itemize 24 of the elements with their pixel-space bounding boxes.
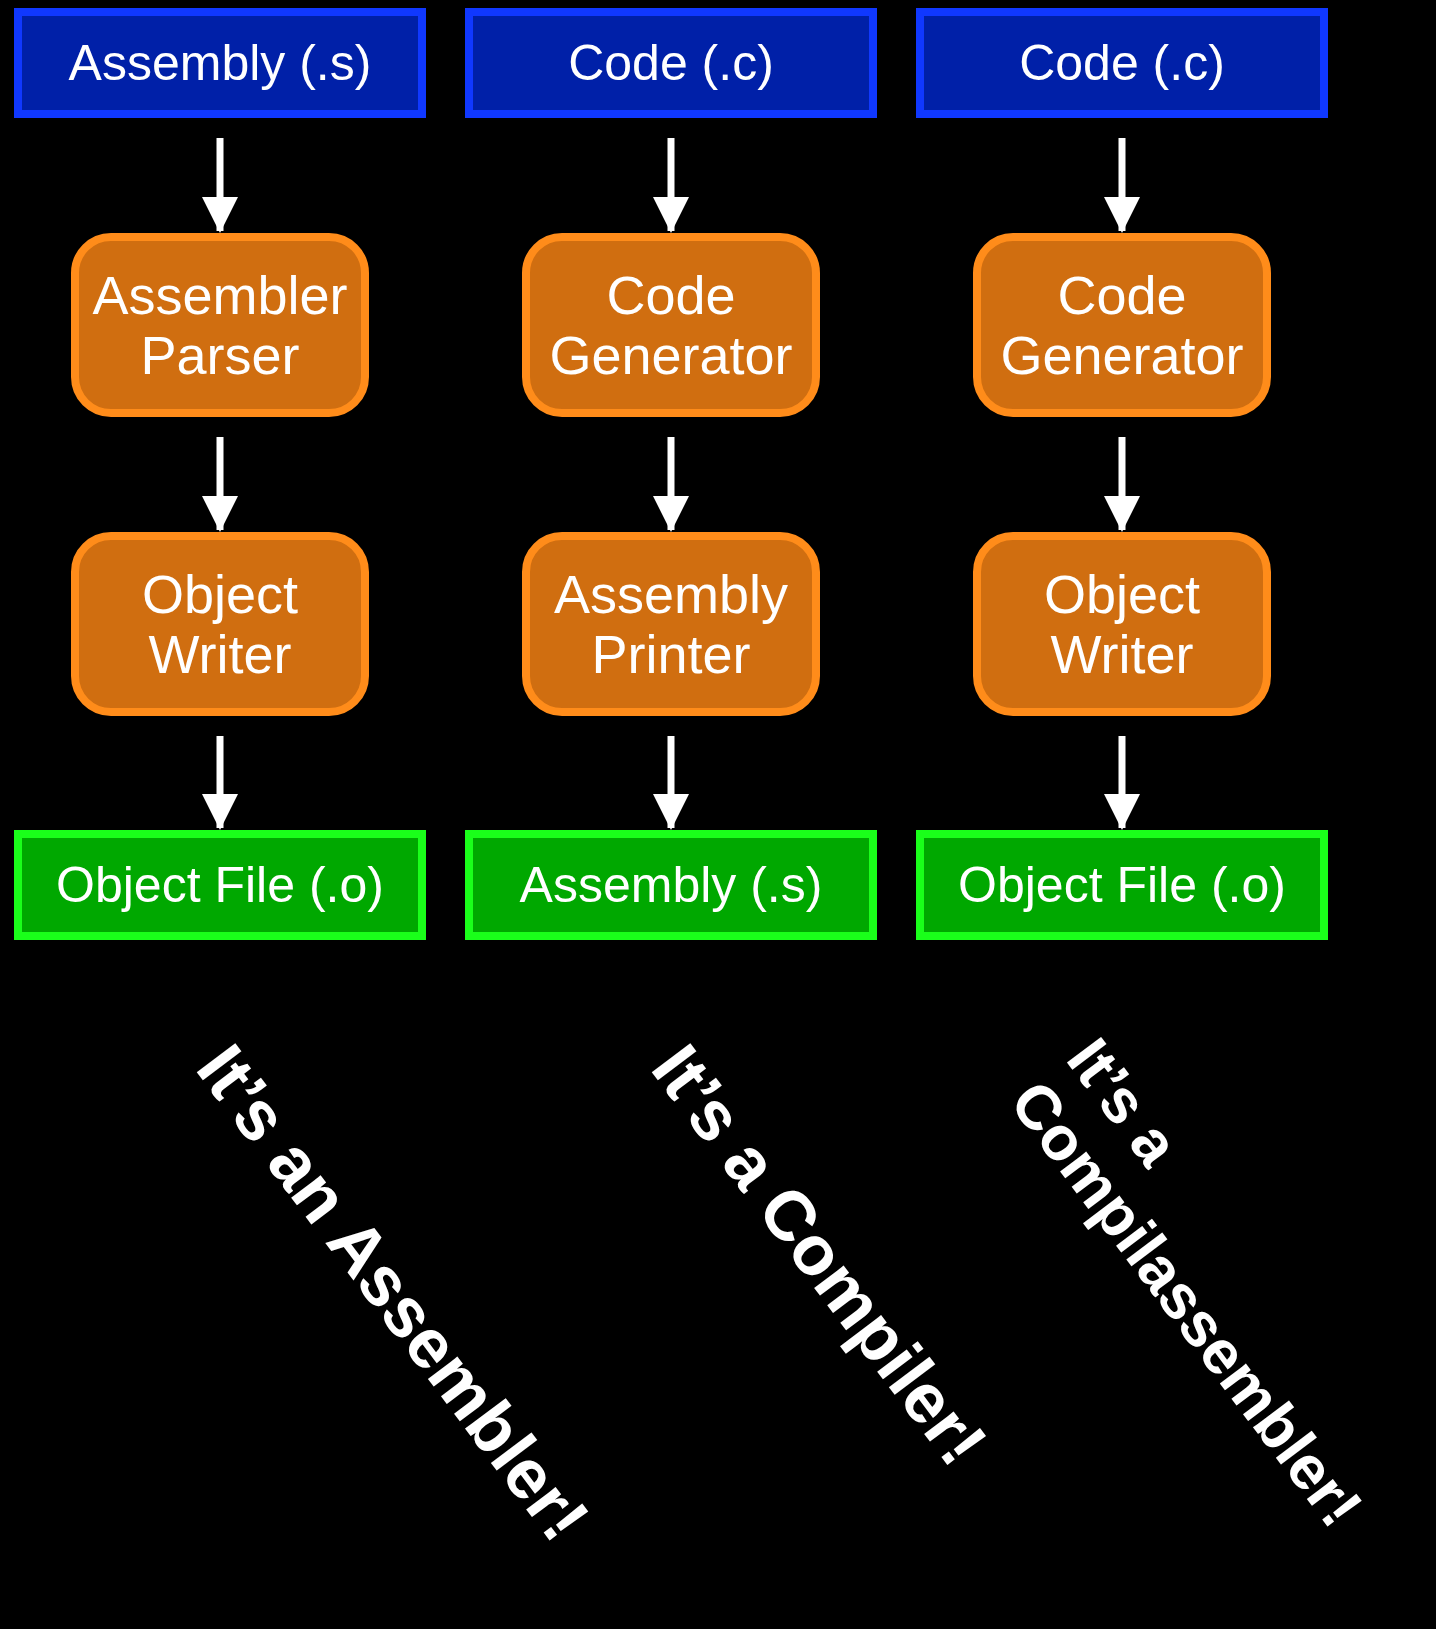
input-box bbox=[14, 8, 426, 118]
node-label: Assembler Parser bbox=[91, 265, 349, 385]
node-label: Code Generator bbox=[548, 265, 794, 385]
node-label: Object Writer bbox=[140, 564, 300, 684]
process-box bbox=[973, 532, 1271, 716]
node-label: Assembly (.s) bbox=[518, 855, 824, 915]
process-box bbox=[973, 233, 1271, 417]
node-label: Code (.c) bbox=[567, 33, 775, 93]
node-label: Object Writer bbox=[1042, 564, 1202, 684]
output-box bbox=[465, 830, 877, 940]
output-box bbox=[916, 830, 1328, 940]
process-box bbox=[522, 233, 820, 417]
node-label: Code (.c) bbox=[1018, 33, 1226, 93]
process-box bbox=[71, 532, 369, 716]
input-box bbox=[465, 8, 877, 118]
node-label: Code Generator bbox=[999, 265, 1245, 385]
process-box bbox=[71, 233, 369, 417]
input-box bbox=[916, 8, 1328, 118]
node-label: Object File (.o) bbox=[957, 855, 1287, 915]
output-box bbox=[14, 830, 426, 940]
node-label: Object File (.o) bbox=[55, 855, 385, 915]
process-box bbox=[522, 532, 820, 716]
node-label: Assembly (.s) bbox=[67, 33, 373, 93]
node-label: Assembly Printer bbox=[552, 564, 790, 684]
